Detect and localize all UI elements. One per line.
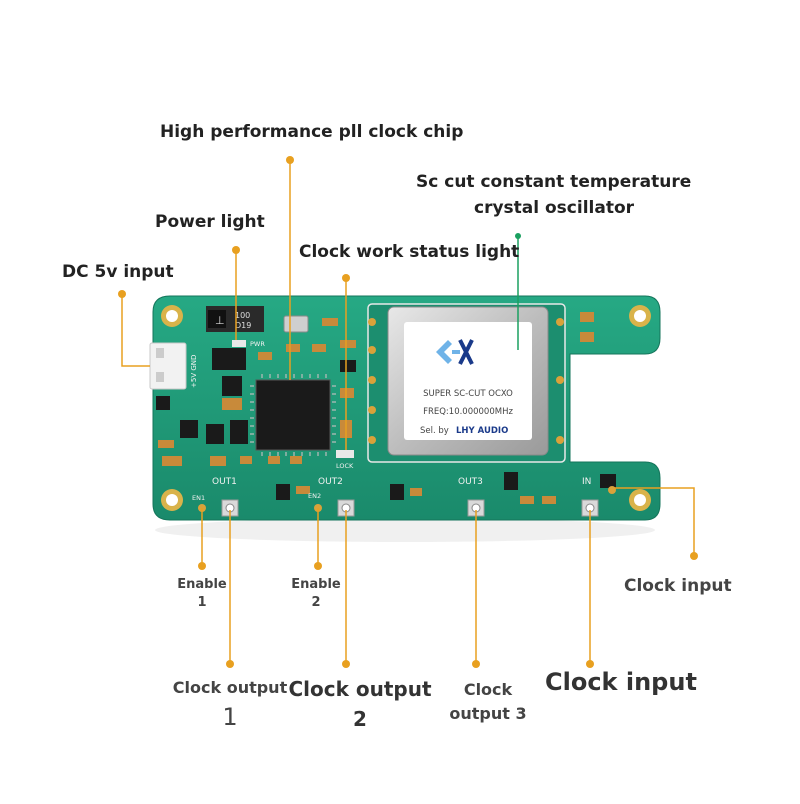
label-output3-line1: Clock [463,680,513,699]
label-clock-input-right: Clock input [624,576,732,596]
label-output1: Clock output 1 [150,676,310,734]
label-output1-line2: 1 [222,703,238,731]
label-output2: Clock output 2 [284,674,436,734]
in-silk-text: IN [582,477,591,487]
voltage-regulator [212,348,246,370]
inductor-top-text: 100 [235,311,250,320]
mounting-holes [161,305,651,511]
small-crystal [283,315,309,333]
label-ocxo-line2: crystal oscillator [474,198,635,218]
label-output3: Clock output 3 [440,678,536,726]
out1-silk-text: OUT1 [212,477,237,487]
lock-silk-text: LOCK [336,462,354,470]
label-output2-line1: Clock output [288,677,432,701]
label-output3-line2: output 3 [449,704,527,723]
label-enable1-line2: 1 [197,595,207,610]
label-enable2-line2: 2 [311,595,321,610]
label-enable2: Enable 2 [284,576,348,612]
ocxo-pins [368,318,564,444]
label-clock-input-bottom: Clock input [545,668,697,696]
label-enable2-line1: Enable [291,577,341,592]
pwr-silk-text: PWR [250,340,265,348]
clock-input-pad [608,486,616,494]
lock-led [336,450,354,458]
label-pll-chip: High performance pll clock chip [160,122,464,142]
en2-silk-text: EN2 [308,492,321,500]
callout-lines [121,160,695,664]
smd-components [156,312,616,504]
label-power-light: Power light [155,212,265,232]
pll-chip-pins [250,374,336,456]
label-enable1-line1: Enable [177,577,227,592]
ocxo-logo-icon [436,339,474,365]
callout-dots [118,156,698,668]
ocxo-brand-text: LHY AUDIO [456,426,508,436]
en1-silk-text: EN1 [192,494,205,502]
label-output2-line2: 2 [353,707,367,731]
svg-text:⊥: ⊥ [215,314,225,327]
power-pins-silk-text: +5V GND [190,355,198,388]
ocxo-label [404,322,532,440]
ocxo-sel-text: Sel. by [420,426,449,436]
label-output1-line1: Clock output [172,678,288,697]
label-clock-status: Clock work status light [299,242,520,262]
power-led [232,340,246,347]
ocxo-callout-dot [515,233,521,239]
label-dc-input: DC 5v input [62,262,174,282]
ufl-connectors [221,499,599,517]
inductor-bottom-text: D19 [235,321,251,330]
dc-input-connector [149,342,187,390]
ocxo-model-text: SUPER SC-CUT OCXO [423,389,513,399]
out2-silk-text: OUT2 [318,477,343,487]
ocxo-freq-text: FREQ:10.000000MHz [423,407,513,417]
label-enable1: Enable 1 [170,576,234,612]
out3-silk-text: OUT3 [458,477,483,487]
board-shadow [155,518,655,542]
pll-chip [255,379,331,451]
label-ocxo-line1: Sc cut constant temperature [416,172,692,192]
